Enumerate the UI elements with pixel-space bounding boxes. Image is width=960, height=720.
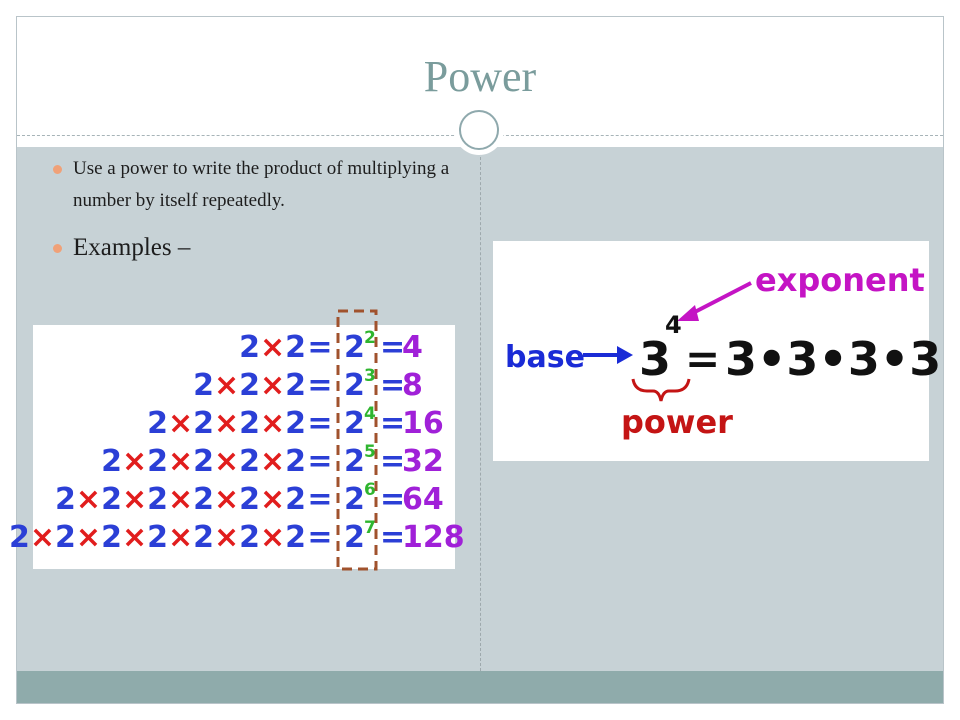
- result-value: 4: [402, 330, 423, 365]
- equals-sign: =: [307, 368, 332, 403]
- power-diagram-figure: exponent base 3 4 = 3•3•3•3 power: [505, 261, 941, 441]
- footer-bar: [17, 671, 943, 703]
- equals-sign: =: [307, 520, 332, 555]
- equals-sign: =: [380, 520, 405, 555]
- power-base: 2: [344, 444, 365, 479]
- equals-sign: =: [380, 406, 405, 441]
- power-exponent: 6: [364, 480, 376, 500]
- slide-title: Power: [423, 52, 537, 101]
- result-value: 16: [402, 406, 444, 441]
- base-label: base: [505, 340, 585, 375]
- product-expression: 2×2×2×2: [147, 406, 306, 441]
- product-expression: 2×2×2×2×2: [101, 444, 306, 479]
- equals-sign: =: [685, 334, 720, 383]
- exponent-number: 4: [665, 311, 682, 339]
- power-label: power: [621, 403, 733, 441]
- equals-sign: =: [307, 482, 332, 517]
- base-number: 3: [639, 332, 671, 386]
- power-exponent: 7: [364, 518, 376, 538]
- power-exponent: 4: [364, 404, 376, 424]
- product-expression: 2×2×2×2×2×2: [55, 482, 306, 517]
- power-diagram-image: exponent base 3 4 = 3•3•3•3 power: [493, 241, 941, 461]
- equals-sign: =: [307, 330, 332, 365]
- power-brace: [631, 378, 691, 402]
- product-expression: 2×2×2: [193, 368, 306, 403]
- highlight-box: [336, 309, 378, 571]
- exponent-arrowhead: [677, 305, 699, 321]
- equals-sign: =: [307, 406, 332, 441]
- power-base: 2: [344, 406, 365, 441]
- expansion: 3•3•3•3: [725, 332, 941, 386]
- power-base: 2: [344, 368, 365, 403]
- exponent-arrow: [688, 281, 752, 317]
- equals-sign: =: [380, 368, 405, 403]
- equals-sign: =: [380, 444, 405, 479]
- power-exponent: 5: [364, 442, 376, 462]
- circle-ornament-icon: [454, 105, 504, 155]
- power-exponent: 3: [364, 366, 376, 386]
- bullet-list: Use a power to write the product of mult…: [51, 153, 451, 265]
- result-value: 64: [402, 482, 444, 517]
- slide: Power Use a power to write the product o…: [9, 16, 944, 704]
- power-base: 2: [344, 520, 365, 555]
- equals-sign: =: [380, 482, 405, 517]
- bullet-definition: Use a power to write the product of mult…: [51, 153, 451, 217]
- product-expression: 2×2×2×2×2×2×2: [9, 520, 306, 555]
- equals-sign: =: [307, 444, 332, 479]
- base-arrowhead: [617, 346, 633, 364]
- result-value: 128: [402, 520, 465, 555]
- bullet-examples: Examples –: [51, 231, 451, 265]
- power-exponent: 2: [364, 328, 376, 348]
- column-divider: [480, 147, 481, 671]
- power-base: 2: [344, 482, 365, 517]
- result-value: 32: [402, 444, 444, 479]
- equals-sign: =: [380, 330, 405, 365]
- power-base: 2: [344, 330, 365, 365]
- result-value: 8: [402, 368, 423, 403]
- product-expression: 2×2: [239, 330, 306, 365]
- exponent-label: exponent: [755, 261, 925, 299]
